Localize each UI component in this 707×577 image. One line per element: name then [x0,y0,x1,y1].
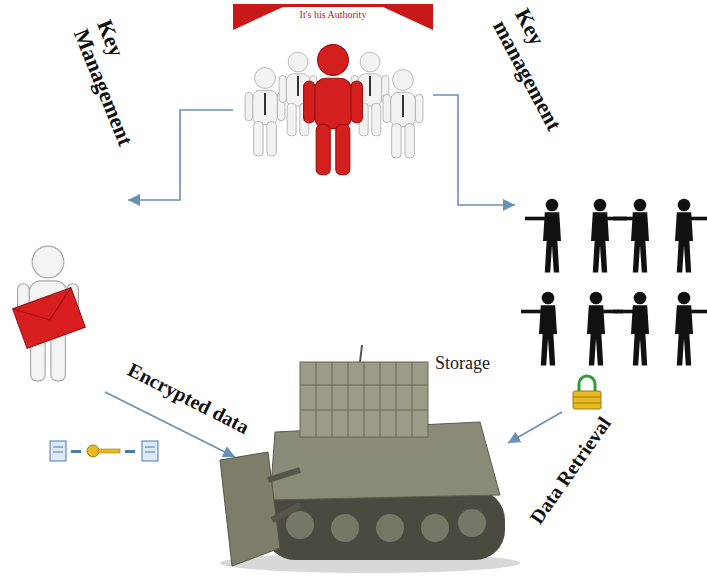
storage-vehicle: Storage [432,352,493,376]
edge-label: Encrypted data [124,358,253,439]
armored-bulldozer [220,345,520,573]
edge-label: Key Management [68,16,167,165]
flow-arrows [105,95,562,457]
edge-label: Data Retrieval [525,413,616,529]
soldier-silhouettes [521,199,707,366]
authority-group: It's his Authority [233,0,433,200]
lock-icon [573,376,601,409]
edge-label: Key management [487,4,602,160]
node-text: Storage [432,352,493,376]
node-text: It's his Authority [233,9,433,21]
authority-picture [233,4,433,175]
encryption-icons [50,441,158,461]
sender-figure [13,246,86,381]
